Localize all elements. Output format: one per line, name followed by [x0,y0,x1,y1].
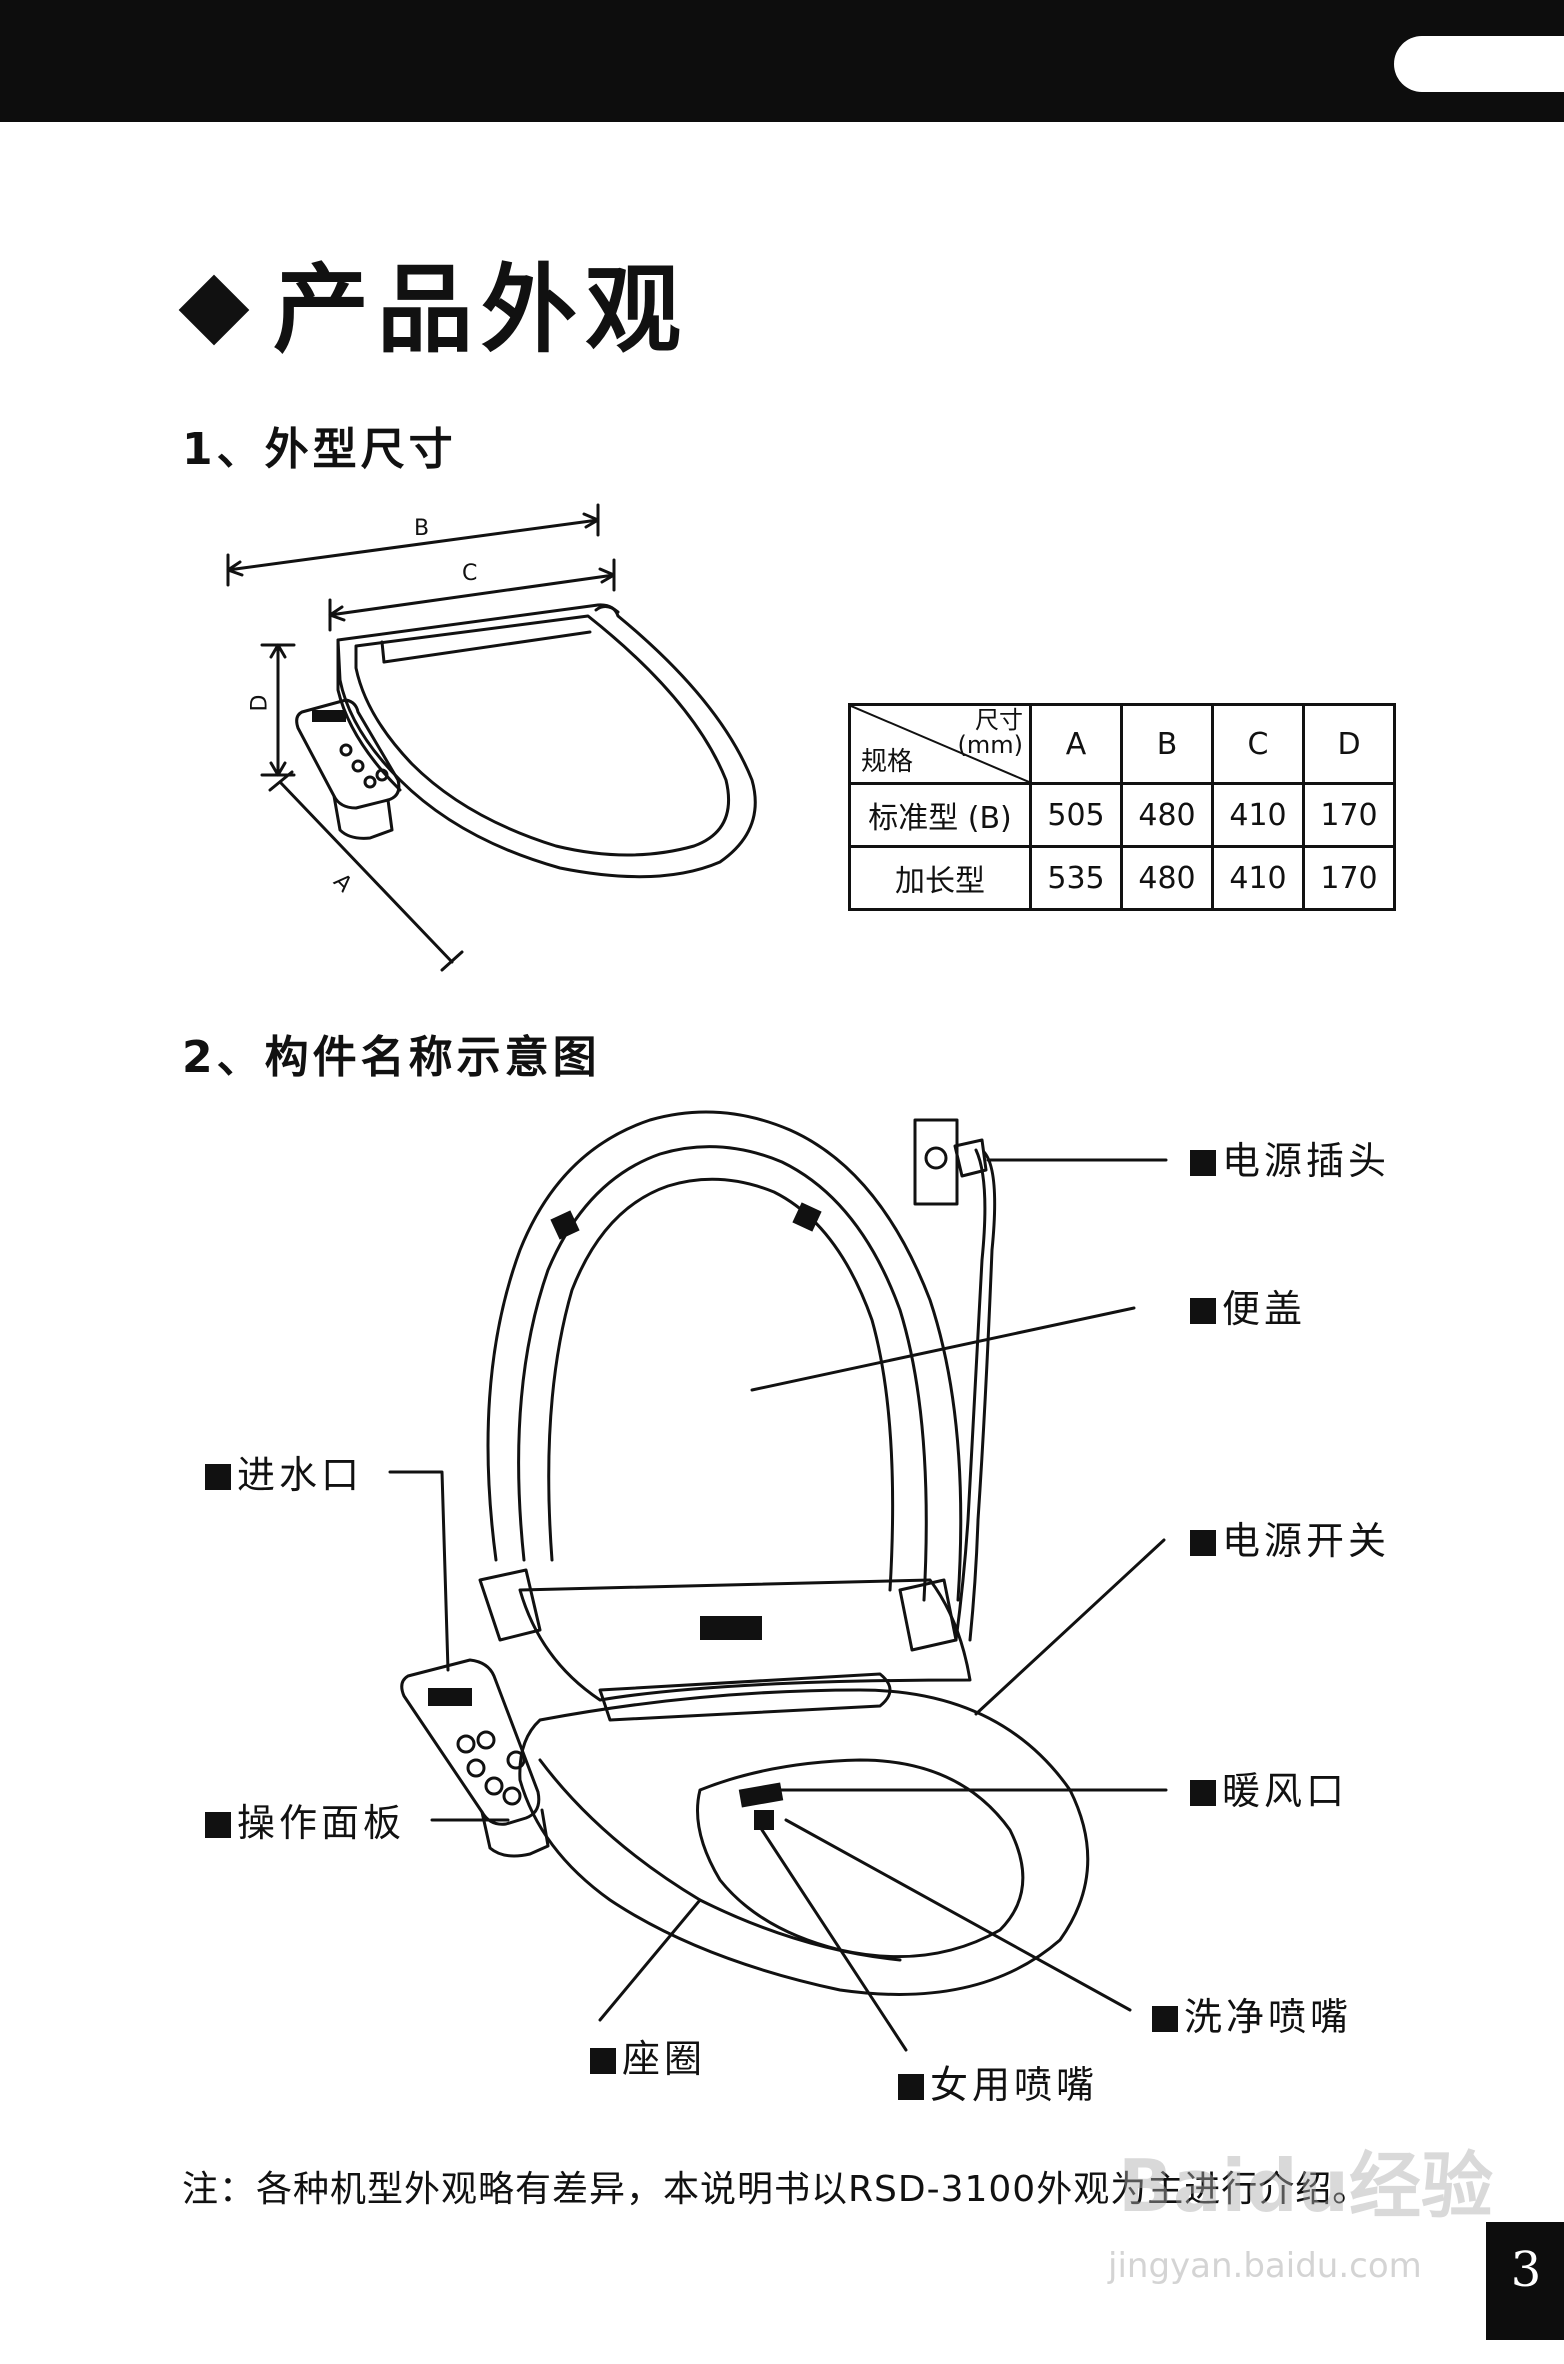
table-header-row: 尺寸(mm) 规格 A B C D [848,703,1396,785]
dim-label-d: D [247,690,273,712]
section-heading-dimensions: 1、外型尺寸 [182,424,457,475]
table-header-cell: B [1120,703,1214,785]
table-header-cell: A [1029,703,1123,785]
part-label-text: 洗净喷嘴 [1184,1995,1353,2039]
square-bullet-icon [205,1464,231,1490]
footnote: 注：各种机型外观略有差异，本说明书以RSD-3100外观为主进行介绍。 [182,2169,1370,2210]
square-bullet-icon [590,2048,616,2074]
table-cell: 410 [1211,782,1305,848]
part-label-text: 暖风口 [1222,1769,1349,1813]
part-label-text: 电源插头 [1222,1139,1391,1183]
table-cell: 410 [1211,845,1305,911]
dim-label-b: B [414,516,434,541]
part-label-text: 便盖 [1222,1287,1307,1331]
parts-diagram [388,1110,1168,2052]
part-label-water-inlet: 进水口 [205,1456,363,1494]
part-label-warm-air-outlet: 暖风口 [1190,1772,1348,1810]
section-heading-parts: 2、构件名称示意图 [182,1032,601,1083]
table-cell: 170 [1302,782,1396,848]
square-bullet-icon [205,1812,231,1838]
part-label-wash-nozzle: 洗净喷嘴 [1152,1998,1352,2036]
table-header-cell: C [1211,703,1305,785]
spec-table: 尺寸(mm) 规格 A B C D 标准型 (B) 505 480 410 17… [848,703,1396,911]
header-bar [0,0,1564,122]
part-label-control-panel: 操作面板 [205,1804,405,1842]
table-cell: 535 [1029,845,1123,911]
header-tab [1394,36,1564,92]
page-title-text: 产品外观 [273,254,689,366]
corner-top-text: 尺寸(mm) [957,706,1023,760]
corner-diagonal-icon [851,706,1029,782]
watermark-url: jingyan.baidu.com [1108,2246,1422,2286]
square-bullet-icon [898,2074,924,2100]
square-bullet-icon [1190,1780,1216,1806]
part-label-female-nozzle: 女用喷嘴 [898,2066,1098,2104]
square-bullet-icon [1190,1298,1216,1324]
square-bullet-icon [1190,1530,1216,1556]
part-label-lid: 便盖 [1190,1290,1306,1328]
dim-label-c: C [462,561,482,586]
part-label-text: 操作面板 [237,1801,406,1845]
corner-bottom-label: 规格 [861,747,914,777]
table-cell: 505 [1029,782,1123,848]
page-title: 产品外观 [175,262,689,358]
square-bullet-icon [1190,1150,1216,1176]
square-bullet-icon [1152,2006,1178,2032]
dimension-figure [226,503,757,972]
table-cell: 480 [1120,782,1214,848]
part-label-text: 电源开关 [1222,1519,1391,1563]
part-label-power-switch: 电源开关 [1190,1522,1390,1560]
table-row: 加长型 535 480 410 170 [848,845,1396,911]
corner-unit-label: (mm) [957,731,1023,760]
page-number: 3 [1510,2242,1542,2298]
table-row-label: 加长型 [848,845,1032,911]
table-header-cell: D [1302,703,1396,785]
part-label-text: 进水口 [237,1453,364,1497]
part-label-text: 座圈 [622,2037,707,2081]
part-label-text: 女用喷嘴 [930,2063,1099,2107]
page-number-box [1486,2222,1564,2340]
part-label-seat-ring: 座圈 [590,2040,706,2078]
table-cell: 480 [1120,845,1214,911]
watermark-logo: Baidu经验 [1118,2144,1493,2228]
corner-top-label: 尺寸 [975,706,1023,734]
table-corner-cell: 尺寸(mm) 规格 [848,703,1032,785]
table-cell: 170 [1302,845,1396,911]
table-row-label: 标准型 (B) [848,782,1032,848]
part-label-power-plug: 电源插头 [1190,1142,1390,1180]
table-row: 标准型 (B) 505 480 410 170 [848,782,1396,848]
